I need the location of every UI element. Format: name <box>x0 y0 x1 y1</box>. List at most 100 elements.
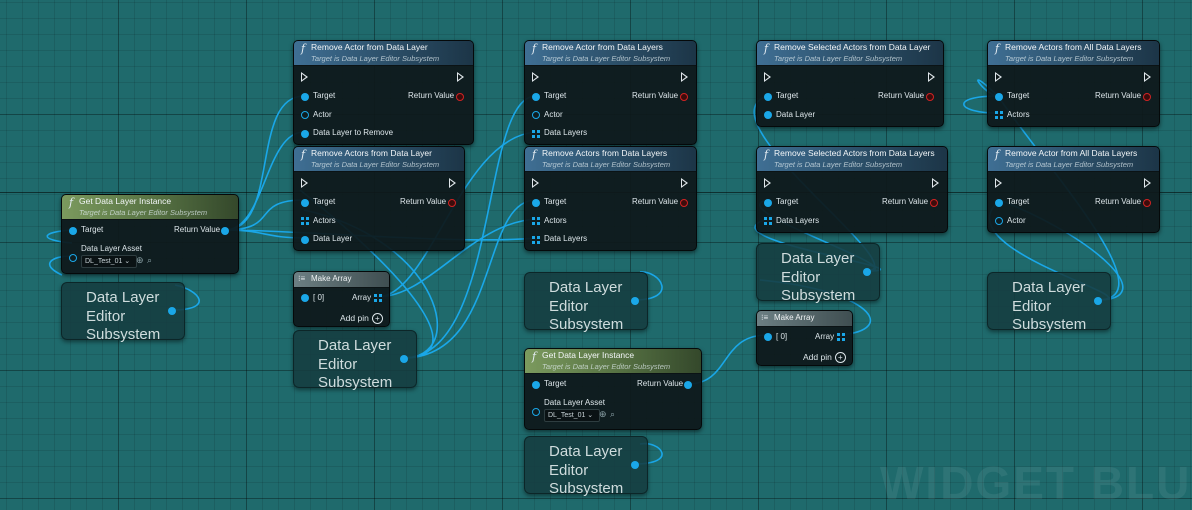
browse-icon[interactable]: ⌕ <box>147 255 153 265</box>
data-layer-asset-dropdown[interactable]: DL_Test_01 ⌄ <box>81 255 137 268</box>
node-header[interactable]: f Remove Actors from All Data Layers Tar… <box>988 41 1159 66</box>
remove-actor-from-data-layer-node[interactable]: f Remove Actor from Data Layer Target is… <box>293 40 474 145</box>
node-header[interactable]: f Remove Actor from All Data Layers Targ… <box>988 147 1159 172</box>
target-pin[interactable] <box>532 381 540 389</box>
return-value-pin[interactable] <box>930 199 938 207</box>
browse-icon[interactable]: ⌕ <box>610 409 616 419</box>
element-0-pin[interactable] <box>301 294 309 302</box>
get-data-layer-instance-node[interactable]: f Get Data Layer Instance Target is Data… <box>61 194 239 274</box>
exec-in-pin[interactable] <box>301 72 308 82</box>
data-layer-editor-subsystem-node[interactable]: Data Layer Editor Subsystem <box>987 272 1111 333</box>
node-header[interactable]: f Remove Selected Actors from Data Layer… <box>757 41 943 66</box>
exec-out-pin[interactable] <box>681 72 688 82</box>
exec-in-pin[interactable] <box>995 72 1002 82</box>
exec-out-pin[interactable] <box>1144 178 1151 188</box>
add-pin-button[interactable]: Add pin+ <box>340 313 383 325</box>
node-header[interactable]: f Get Data Layer Instance Target is Data… <box>62 195 238 220</box>
return-value-pin[interactable] <box>680 93 688 101</box>
actor-pin[interactable] <box>301 111 309 119</box>
target-pin[interactable] <box>764 199 772 207</box>
target-pin[interactable] <box>995 199 1003 207</box>
return-value-pin[interactable] <box>456 93 464 101</box>
node-header[interactable]: ⁝≡ Make Array <box>294 272 389 288</box>
data-layer-editor-subsystem-node[interactable]: Data Layer Editor Subsystem <box>61 282 185 343</box>
element-0-pin[interactable] <box>764 333 772 341</box>
subsystem-output-pin[interactable] <box>631 461 639 469</box>
remove-selected-actors-from-data-layer-node[interactable]: f Remove Selected Actors from Data Layer… <box>756 40 944 127</box>
data-layer-pin[interactable] <box>764 111 772 119</box>
data-layer-editor-subsystem-node[interactable]: Data Layer Editor Subsystem <box>293 330 417 391</box>
remove-actors-from-data-layer-node[interactable]: f Remove Actors from Data Layer Target i… <box>293 146 465 251</box>
remove-actor-from-data-layers-node[interactable]: f Remove Actor from Data Layers Target i… <box>524 40 697 145</box>
actor-pin[interactable] <box>995 217 1003 225</box>
remove-actors-from-all-data-layers-node[interactable]: f Remove Actors from All Data Layers Tar… <box>987 40 1160 127</box>
data-layers-array-pin[interactable] <box>532 236 540 244</box>
use-selected-icon[interactable]: ⊕ <box>599 409 607 419</box>
exec-out-pin[interactable] <box>1144 72 1151 82</box>
exec-out-pin[interactable] <box>449 178 456 188</box>
target-pin-label: Target <box>1007 91 1030 100</box>
exec-in-pin[interactable] <box>995 178 1002 188</box>
node-header[interactable]: f Remove Actor from Data Layers Target i… <box>525 41 696 66</box>
data-layer-asset-dropdown[interactable]: DL_Test_01 ⌄ <box>544 409 600 422</box>
actors-array-pin[interactable] <box>995 111 1003 119</box>
subsystem-output-pin[interactable] <box>631 297 639 305</box>
exec-out-pin[interactable] <box>932 178 939 188</box>
data-layer-editor-subsystem-node[interactable]: Data Layer Editor Subsystem <box>756 243 880 304</box>
exec-out-pin[interactable] <box>457 72 464 82</box>
data-layers-array-pin[interactable] <box>764 217 772 225</box>
function-icon: f <box>764 42 769 55</box>
make-array-node[interactable]: ⁝≡ Make Array [ 0] Array Add pin+ <box>756 310 853 366</box>
exec-in-pin[interactable] <box>301 178 308 188</box>
data-layer-editor-subsystem-node[interactable]: Data Layer Editor Subsystem <box>524 436 648 497</box>
make-array-node[interactable]: ⁝≡ Make Array [ 0] Array Add pin+ <box>293 271 390 327</box>
remove-selected-actors-from-data-layers-node[interactable]: f Remove Selected Actors from Data Layer… <box>756 146 948 233</box>
data-layer-asset-pin[interactable] <box>532 408 540 416</box>
return-value-pin[interactable] <box>680 199 688 207</box>
return-value-pin[interactable] <box>684 381 692 389</box>
actor-pin[interactable] <box>532 111 540 119</box>
actors-array-pin[interactable] <box>532 217 540 225</box>
subsystem-output-pin[interactable] <box>1094 297 1102 305</box>
actors-array-pin[interactable] <box>301 217 309 225</box>
exec-in-pin[interactable] <box>532 72 539 82</box>
remove-actors-from-data-layers-node[interactable]: f Remove Actors from Data Layers Target … <box>524 146 697 251</box>
exec-in-pin[interactable] <box>532 178 539 188</box>
target-pin[interactable] <box>69 227 77 235</box>
exec-in-pin[interactable] <box>764 178 771 188</box>
target-pin[interactable] <box>764 93 772 101</box>
data-layer-pin[interactable] <box>301 130 309 138</box>
target-pin[interactable] <box>532 199 540 207</box>
remove-actor-from-all-data-layers-node[interactable]: f Remove Actor from All Data Layers Targ… <box>987 146 1160 233</box>
add-pin-button[interactable]: Add pin+ <box>803 352 846 364</box>
array-output-pin[interactable] <box>837 333 845 341</box>
node-header[interactable]: ⁝≡ Make Array <box>757 311 852 327</box>
return-value-pin[interactable] <box>926 93 934 101</box>
node-header[interactable]: f Remove Selected Actors from Data Layer… <box>757 147 947 172</box>
target-pin[interactable] <box>995 93 1003 101</box>
return-value-pin[interactable] <box>221 227 229 235</box>
array-output-pin[interactable] <box>374 294 382 302</box>
return-value-pin[interactable] <box>448 199 456 207</box>
target-pin[interactable] <box>532 93 540 101</box>
subsystem-output-pin[interactable] <box>863 268 871 276</box>
subsystem-output-pin[interactable] <box>168 307 176 315</box>
data-layer-editor-subsystem-node[interactable]: Data Layer Editor Subsystem <box>524 272 648 333</box>
return-value-pin[interactable] <box>1143 93 1151 101</box>
get-data-layer-instance-node[interactable]: f Get Data Layer Instance Target is Data… <box>524 348 702 430</box>
node-header[interactable]: f Get Data Layer Instance Target is Data… <box>525 349 701 374</box>
exec-out-pin[interactable] <box>928 72 935 82</box>
node-header[interactable]: f Remove Actors from Data Layers Target … <box>525 147 696 172</box>
data-layer-asset-pin[interactable] <box>69 254 77 262</box>
target-pin[interactable] <box>301 93 309 101</box>
return-value-pin[interactable] <box>1143 199 1151 207</box>
exec-out-pin[interactable] <box>681 178 688 188</box>
target-pin[interactable] <box>301 199 309 207</box>
use-selected-icon[interactable]: ⊕ <box>136 255 144 265</box>
node-header[interactable]: f Remove Actors from Data Layer Target i… <box>294 147 464 172</box>
exec-in-pin[interactable] <box>764 72 771 82</box>
data-layer-pin[interactable] <box>301 236 309 244</box>
subsystem-output-pin[interactable] <box>400 355 408 363</box>
data-layers-array-pin[interactable] <box>532 130 540 138</box>
node-header[interactable]: f Remove Actor from Data Layer Target is… <box>294 41 473 66</box>
